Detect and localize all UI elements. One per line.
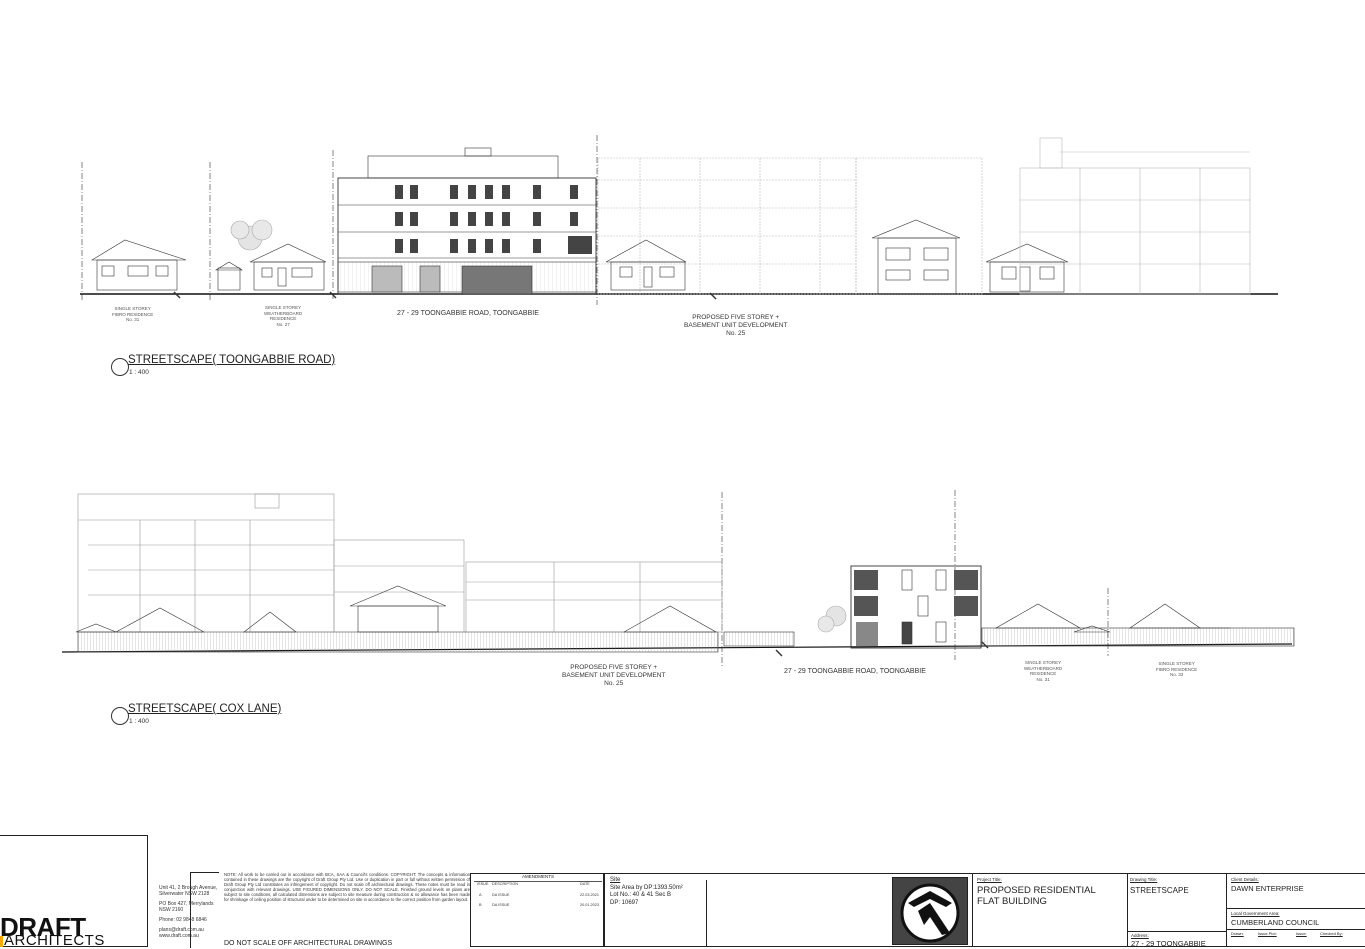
logo-architects: ARCHITECTS — [4, 932, 105, 949]
label-site-address-top: 27 - 29 TOONGABBIE ROAD, TOONGABBIE — [397, 310, 539, 317]
drawing-title-cox-lane: STREETSCAPE( COX LANE) — [128, 703, 282, 715]
cox-lane-elevation — [61, 490, 1295, 668]
issue-label: Issue: — [1296, 931, 1307, 936]
lga-label: Local Government Area: — [1231, 911, 1280, 916]
checked-by-label: Checked By: — [1320, 931, 1343, 936]
toongabbie-road-elevation — [80, 135, 1278, 305]
amend-row-a-desc: DA ISSUE — [492, 893, 510, 897]
amend-header-description: DESCRIPTION — [492, 882, 518, 886]
label-proposed-development-bottom: PROPOSED FIVE STOREY +BASEMENT UNIT DEVE… — [562, 664, 666, 687]
bracket-divider — [190, 872, 219, 948]
project-title: PROPOSED RESIDENTIAL FLAT BUILDING — [977, 885, 1096, 907]
office-address: Unit 41, 2 Brough Avenue, Silverwater NS… — [159, 885, 218, 939]
do-not-scale-note: DO NOT SCALE OFF ARCHITECTURAL DRAWINGS — [224, 940, 393, 947]
issue-plot-label: Issue Plot: — [1258, 931, 1277, 936]
site-details: Site Site Area by DP:1393.50m² Lot No.: … — [610, 877, 683, 906]
drawing-title-toongabbie-road: STREETSCAPE( TOONGABBIE ROAD) — [128, 354, 336, 366]
amendments-title: AMENDMENTS — [521, 874, 554, 879]
lga-value: CUMBERLAND COUNCIL — [1231, 918, 1320, 927]
drawing-scale-bottom: 1 : 400 — [129, 718, 149, 725]
drawing-scale-top: 1 : 400 — [129, 369, 149, 376]
amend-row-b-issue: B — [479, 903, 482, 907]
logo-draft: DRAFT — [0, 912, 86, 942]
amend-row-a-date: 22.03.2021 — [580, 893, 600, 897]
amend-row-a-issue: A — [479, 893, 482, 897]
label-proposed-development-top: PROPOSED FIVE STOREY +BASEMENT UNIT DEVE… — [684, 314, 788, 337]
logo-accent-bar — [0, 936, 3, 947]
client-label: Client Details: — [1231, 877, 1259, 882]
project-title-label: Project Title: — [977, 877, 1002, 882]
amend-row-b-date: 20.01.2023 — [580, 903, 600, 907]
amend-row-b-desc: DA ISSUE — [492, 903, 510, 907]
amend-header-issue: ISSUE — [477, 882, 489, 886]
north-arrow-icon — [900, 883, 960, 943]
client-name: DAWN ENTERPRISE — [1231, 884, 1304, 893]
amend-header-date: DATE — [580, 882, 590, 886]
drawing-title: STREETSCAPE — [1130, 886, 1189, 895]
drawn-label: Drawn: — [1231, 931, 1244, 936]
label-site-address-bottom: 27 - 29 TOONGABBIE ROAD, TOONGABBIE — [784, 668, 926, 675]
drawing-title-label: Drawing Title: — [1130, 877, 1158, 882]
general-notes: NOTE: All work to be carried out in acco… — [224, 872, 470, 902]
drawing-ref-circle — [111, 707, 129, 725]
address-value: 27 - 29 TOONGABBIE — [1131, 939, 1206, 948]
drawing-ref-circle — [111, 358, 129, 376]
address-label: Address: — [1131, 933, 1149, 938]
